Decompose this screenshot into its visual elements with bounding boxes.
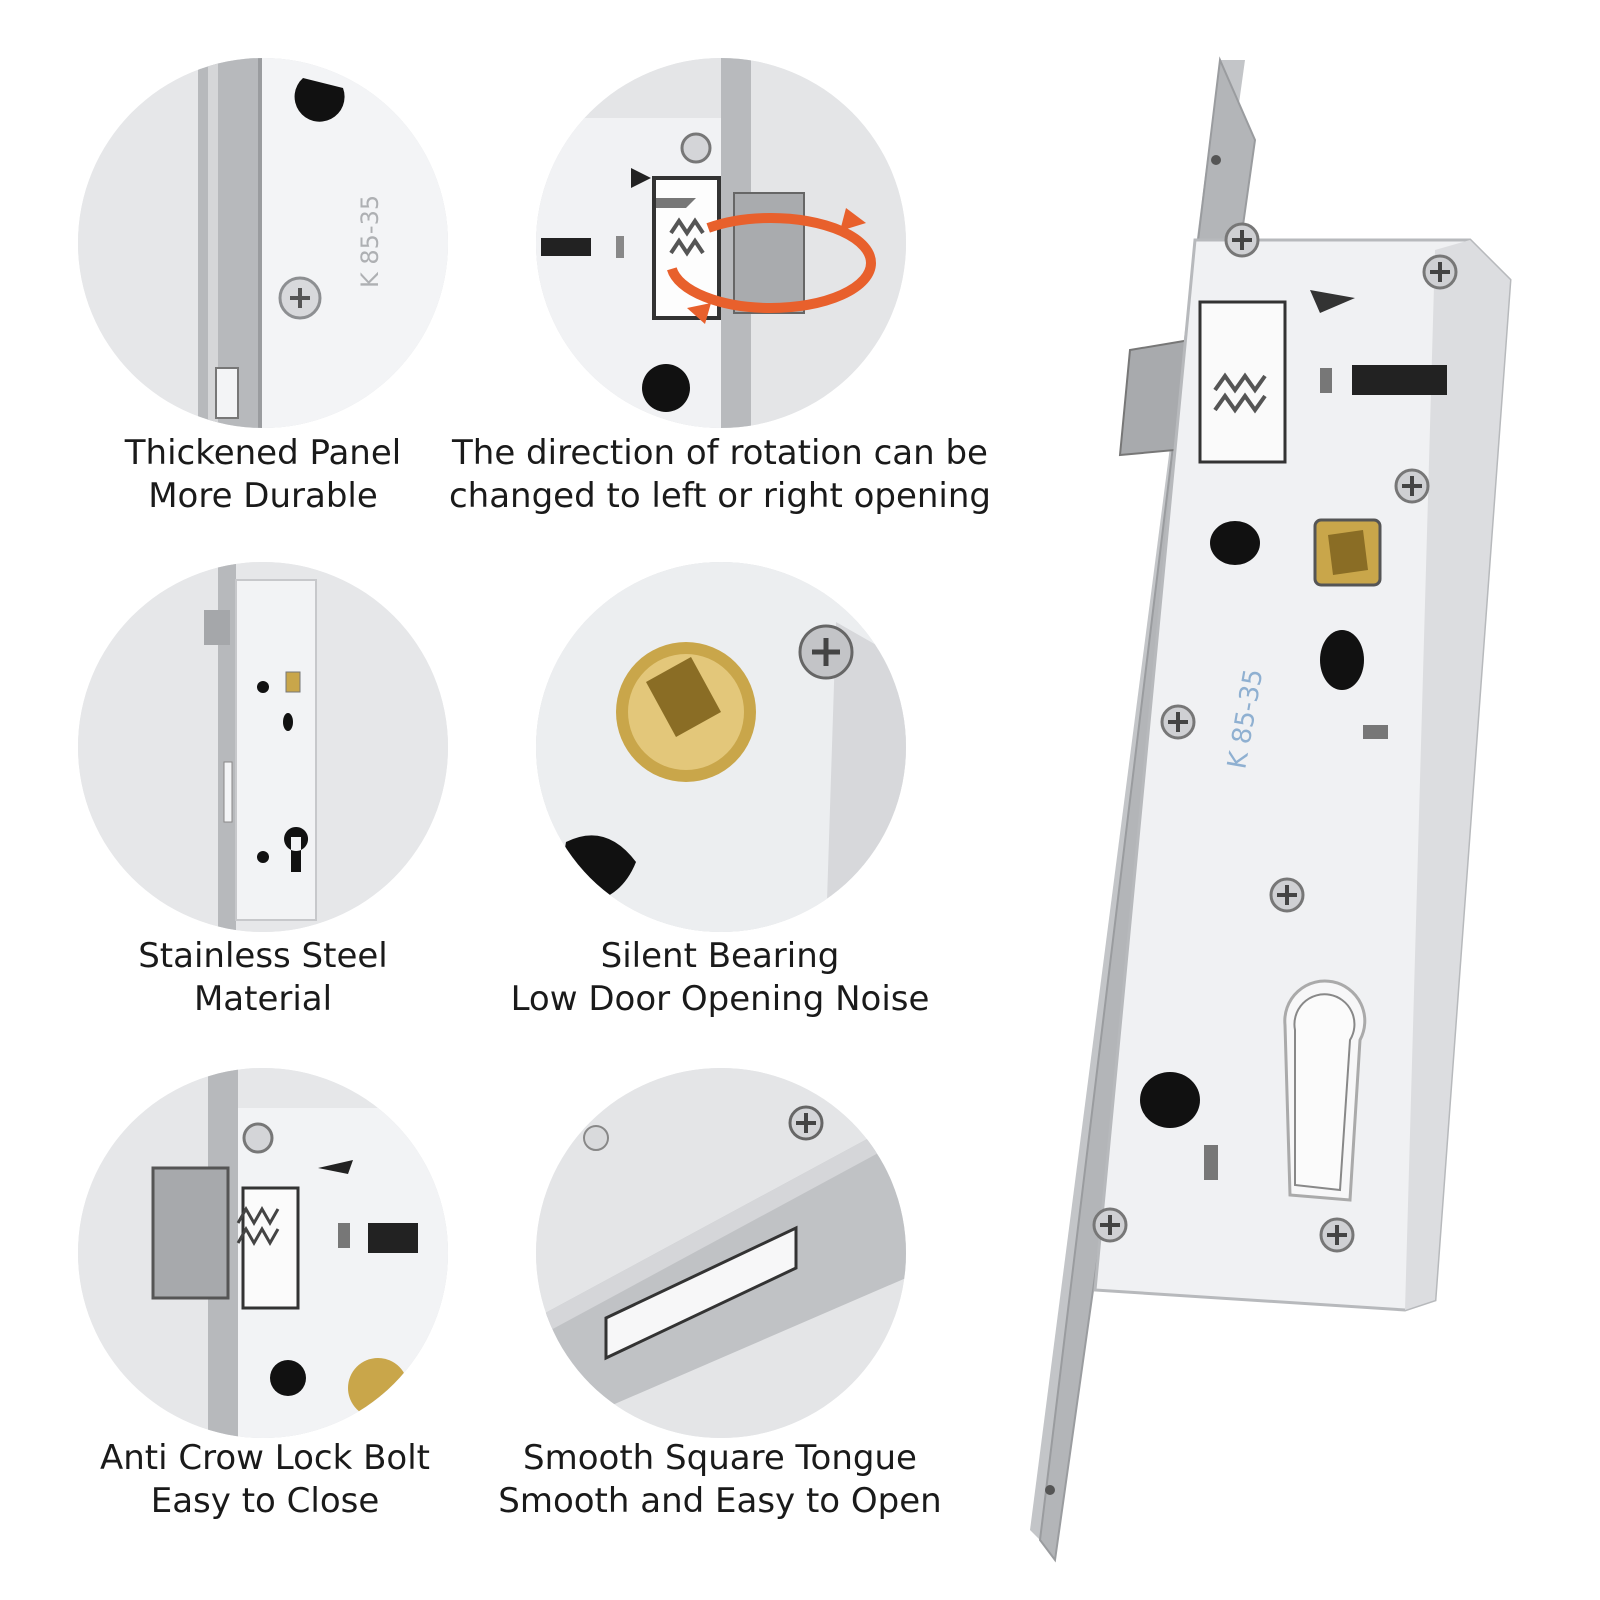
caption-stainless-steel: Stainless Steel Material — [78, 935, 448, 1021]
caption-line-2: More Durable — [148, 476, 378, 516]
feature-image-anti-crow-bolt — [78, 1068, 448, 1438]
caption-line-1: The direction of rotation can be — [452, 433, 988, 473]
caption-line-1: Smooth Square Tongue — [523, 1438, 917, 1478]
caption-line-2: Easy to Close — [150, 1481, 380, 1521]
feature-image-silent-bearing — [536, 562, 906, 932]
feature-image-thickened-panel: K 85-35 — [78, 58, 448, 428]
caption-line-1: Silent Bearing — [600, 936, 840, 976]
caption-rotation: The direction of rotation can be changed… — [440, 432, 1000, 518]
feature-image-rotation — [536, 58, 906, 428]
main-mortise-lock-image: K 85-35 — [1030, 50, 1550, 1570]
caption-square-tongue: Smooth Square Tongue Smooth and Easy to … — [490, 1437, 950, 1523]
caption-thickened-panel: Thickened Panel More Durable — [78, 432, 448, 518]
caption-line-2: Smooth and Easy to Open — [498, 1481, 942, 1521]
caption-line-1: Anti Crow Lock Bolt — [99, 1438, 431, 1478]
feature-image-square-tongue — [536, 1068, 906, 1438]
caption-line-2: Material — [193, 979, 333, 1019]
caption-line-2: changed to left or right opening — [448, 476, 992, 516]
caption-silent-bearing: Silent Bearing Low Door Opening Noise — [490, 935, 950, 1021]
caption-line-2: Low Door Opening Noise — [510, 979, 930, 1019]
feature-image-stainless-steel — [78, 562, 448, 932]
caption-anti-crow-bolt: Anti Crow Lock Bolt Easy to Close — [60, 1437, 470, 1523]
caption-line-1: Thickened Panel — [124, 433, 402, 473]
caption-line-1: Stainless Steel — [138, 936, 388, 976]
engraving-text: K 85-35 — [356, 195, 384, 288]
